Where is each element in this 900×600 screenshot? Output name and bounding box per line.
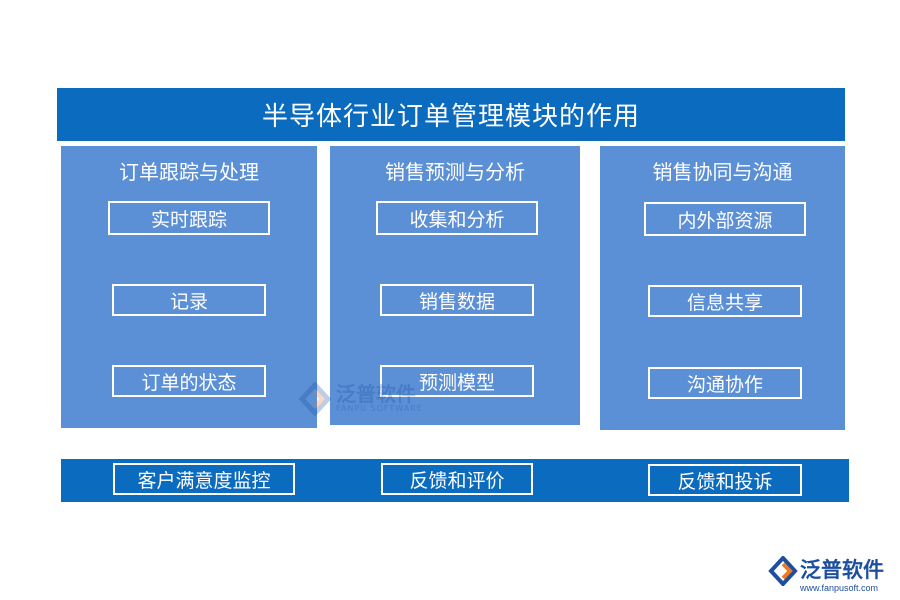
panel-order-tracking: 订单跟踪与处理 实时跟踪 记录 订单的状态	[61, 146, 317, 428]
panel-sales-forecast: 销售预测与分析 收集和分析 销售数据 预测模型	[330, 146, 580, 425]
panel-item: 记录	[112, 284, 266, 316]
panel-item: 沟通协作	[648, 367, 802, 399]
panel-item: 预测模型	[380, 365, 534, 397]
panel-item: 订单的状态	[112, 365, 266, 397]
panel-item: 信息共享	[648, 285, 802, 317]
bottom-item: 客户满意度监控	[113, 463, 295, 495]
diagram-title: 半导体行业订单管理模块的作用	[57, 88, 845, 141]
brand-logo: 泛普软件 www.fanpusoft.com	[768, 552, 896, 596]
panel-item: 实时跟踪	[108, 201, 270, 235]
panel-item: 收集和分析	[376, 201, 538, 235]
panel-heading: 销售协同与沟通	[652, 160, 793, 184]
panel-heading: 订单跟踪与处理	[119, 160, 259, 184]
watermark: 泛普软件 FANPU SOFTWARE	[298, 378, 438, 418]
panel-sales-collaboration: 销售协同与沟通 内外部资源 信息共享 沟通协作	[600, 146, 845, 430]
bottom-item: 反馈和投诉	[648, 464, 802, 496]
watermark-subtitle: FANPU SOFTWARE	[336, 404, 423, 413]
brand-url: www.fanpusoft.com	[800, 583, 879, 593]
brand-logo-icon	[768, 556, 798, 586]
bottom-bar: 客户满意度监控 反馈和评价 反馈和投诉	[61, 459, 849, 502]
watermark-name: 泛普软件	[336, 382, 416, 406]
bottom-item: 反馈和评价	[381, 463, 533, 495]
watermark-logo-icon	[298, 382, 332, 416]
panel-heading: 销售预测与分析	[385, 160, 525, 184]
panel-item: 销售数据	[380, 284, 534, 316]
panel-item: 内外部资源	[644, 202, 806, 236]
brand-name: 泛普软件	[800, 558, 884, 582]
